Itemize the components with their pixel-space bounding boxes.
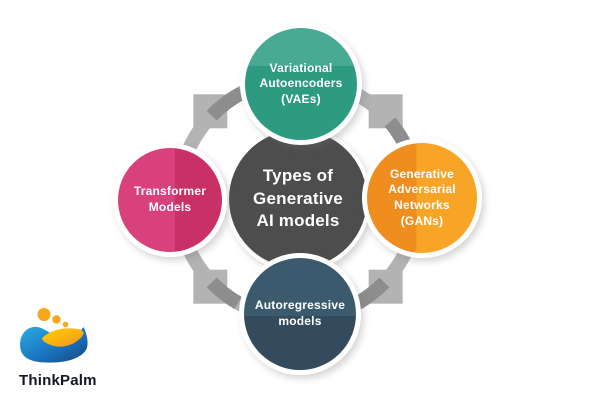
logo-dot-small (62, 321, 69, 328)
ring-shadow-bottom-left (206, 277, 242, 309)
node-label-autoregressive: Autoregressive models (254, 298, 346, 328)
node-label-vaes: Variational Autoencoders (VAEs) (259, 60, 343, 106)
node-label-transformer: Transformer Models (133, 184, 207, 214)
node-transformer-models: Transformer Models (113, 143, 227, 257)
node-generative-adversarial-networks: Generative Adversarial Networks (GANs) (362, 138, 482, 258)
logo-dot-medium (52, 315, 61, 324)
logo-crescent-shape (42, 328, 84, 347)
thinkpalm-wordmark: ThinkPalm (19, 372, 97, 389)
node-variational-autoencoders: Variational Autoencoders (VAEs) (240, 23, 362, 145)
node-autoregressive-models: Autoregressive models (239, 253, 361, 375)
thinkpalm-logo-icon (20, 308, 88, 363)
node-label-gans: Generative Adversarial Networks (GANs) (388, 166, 456, 228)
center-label: Types of Generative AI models (253, 166, 343, 231)
node-center-types-of-generative-ai: Types of Generative AI models (225, 126, 371, 272)
thinkpalm-logo: ThinkPalm (16, 300, 102, 389)
logo-dot-large (37, 308, 51, 321)
